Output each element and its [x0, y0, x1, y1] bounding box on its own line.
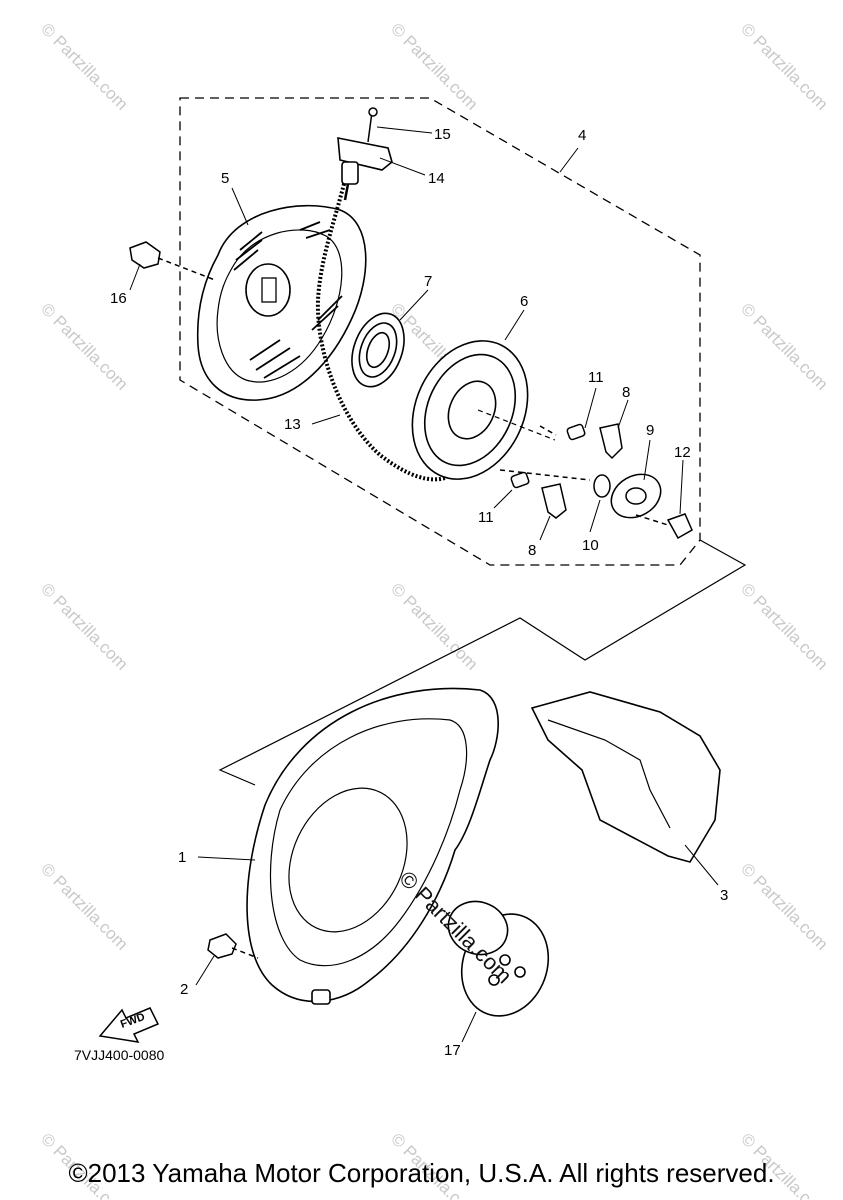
fan-cover [246, 687, 499, 1005]
watermark: © Partzilla.com [737, 299, 831, 393]
callout-16: 16 [110, 290, 127, 307]
callout-11-upper: 11 [588, 369, 604, 386]
watermark: © Partzilla.com [737, 19, 831, 113]
starter-handle [337, 137, 393, 201]
watermark: © Partzilla.com [387, 579, 481, 673]
assembly-leader-line [218, 539, 747, 786]
small-parts [499, 423, 693, 540]
callout-9: 9 [646, 422, 654, 439]
callout-leader-lines [129, 126, 719, 1043]
callout-6: 6 [520, 293, 528, 310]
callout-17: 17 [444, 1042, 461, 1059]
callout-7: 7 [424, 273, 432, 290]
diagram-code: 7VJJ400-0080 [74, 1047, 165, 1063]
watermark: © Partzilla.com [37, 299, 131, 393]
spring-lower [510, 471, 530, 489]
case-bolt [129, 241, 216, 281]
forward-direction-arrow: FWD [98, 1007, 160, 1043]
callout-3: 3 [720, 887, 728, 904]
cover-bolt [207, 933, 259, 959]
watermark: © Partzilla.com [737, 579, 831, 673]
callout-numbers: 1 2 3 4 5 6 7 8 8 9 10 11 11 12 13 14 15… [110, 126, 728, 1059]
callout-11-lower: 11 [478, 509, 494, 526]
handle-pin [367, 107, 378, 143]
cover-shroud [530, 691, 721, 863]
callout-14: 14 [428, 170, 445, 187]
plate-screw [666, 513, 693, 540]
callout-8-lower: 8 [528, 542, 536, 559]
callout-13: 13 [284, 416, 301, 433]
callout-10: 10 [582, 537, 599, 554]
callout-1: 1 [178, 849, 186, 866]
starter-pulley [447, 900, 550, 1017]
starter-case [196, 204, 367, 401]
sheave-drum [411, 340, 556, 480]
callout-5: 5 [221, 170, 229, 187]
starter-assembly-boundary [179, 97, 701, 566]
watermark: © Partzilla.com [37, 579, 131, 673]
watermark: © Partzilla.com [37, 859, 131, 953]
callout-4: 4 [578, 127, 586, 144]
washer [593, 474, 611, 498]
spring-upper [566, 423, 586, 441]
recoil-spring [351, 312, 405, 388]
callout-15: 15 [434, 126, 451, 143]
pawl-upper [599, 423, 623, 460]
watermark: © Partzilla.com [737, 859, 831, 953]
copyright-footer: ©2013 Yamaha Motor Corporation, U.S.A. A… [68, 1158, 775, 1188]
callout-12: 12 [674, 444, 691, 461]
watermark: © Partzilla.com [37, 19, 131, 113]
pawl-lower [541, 483, 567, 519]
callout-2: 2 [180, 981, 188, 998]
watermark: © Partzilla.com [387, 19, 481, 113]
starter-rope [315, 179, 446, 482]
callout-8-upper: 8 [622, 384, 630, 401]
